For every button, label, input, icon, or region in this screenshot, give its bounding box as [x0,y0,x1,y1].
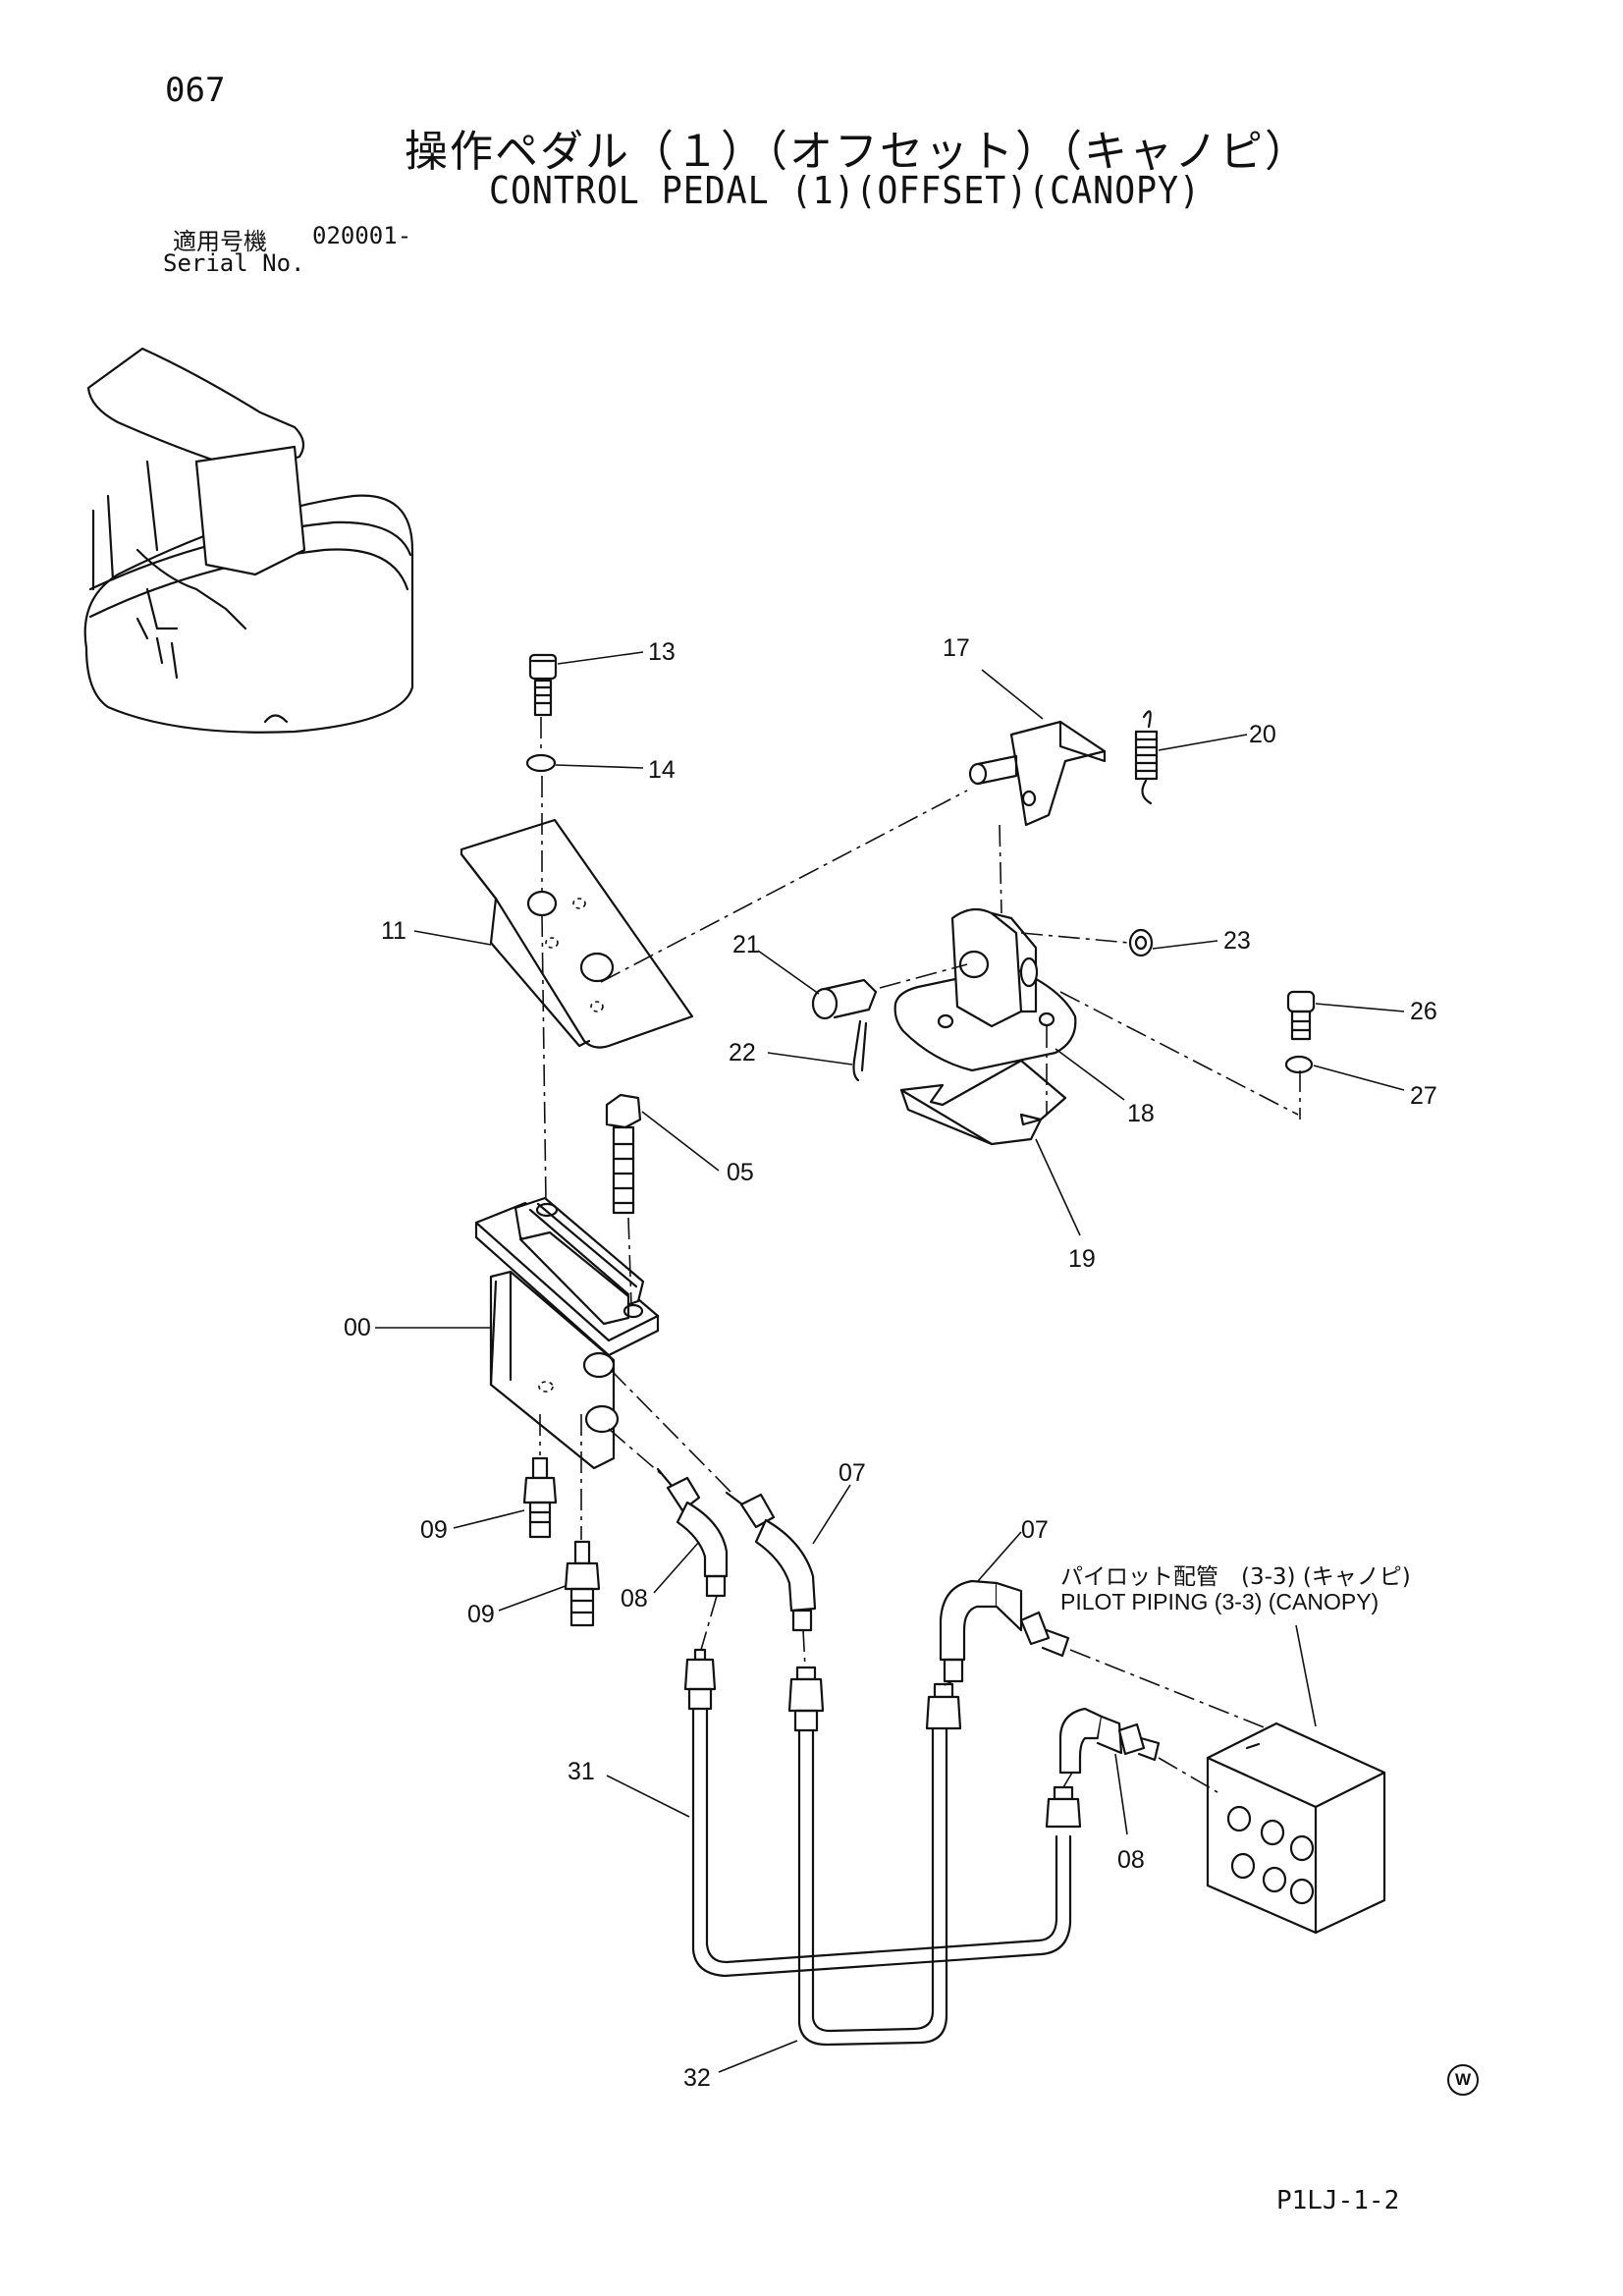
part-19-shim-plate[interactable] [899,1059,1081,1236]
label-26: 26 [1410,998,1437,1025]
title-japanese: 操作ペダル（１）（オフセット）（キャノピ） [405,127,1310,177]
part-32-hose[interactable] [718,1666,962,2073]
label-09-lower: 09 [467,1601,495,1628]
part-08-elbow-right[interactable] [1058,1707,1161,1835]
label-00: 00 [344,1314,371,1341]
label-27: 27 [1410,1082,1437,1110]
label-17: 17 [943,634,970,662]
label-08-left: 08 [621,1585,648,1613]
part-09-fitting-upper[interactable] [453,1456,558,1539]
label-31: 31 [568,1758,595,1785]
part-17-bracket[interactable] [968,669,1107,827]
part-11-pedal-plate[interactable] [413,818,694,1049]
label-23: 23 [1223,927,1251,955]
label-14: 14 [648,756,676,784]
part-27-washer[interactable] [1284,1055,1405,1091]
watermark-badge: W [1447,2064,1479,2096]
serial-label-english: Serial No. [163,249,305,277]
part-07-elbow-right[interactable] [939,1531,1070,1683]
part-09-fitting-lower[interactable] [498,1540,601,1627]
machine-overview-illustration [83,347,414,734]
page-number: 067 [165,71,226,110]
part-22-cotter-pin[interactable] [767,1019,868,1082]
label-07-right: 07 [1021,1516,1049,1544]
serial-value: 020001- [312,222,412,249]
footer-code: P1LJ-1-2 [1276,2186,1400,2215]
label-09-upper: 09 [420,1516,448,1544]
part-05-bolt[interactable] [605,1093,720,1215]
label-22: 22 [729,1039,756,1066]
label-13: 13 [648,638,676,666]
label-18: 18 [1127,1100,1155,1127]
part-21-pin[interactable] [757,950,878,1020]
part-00-pilot-valve[interactable] [375,1196,660,1470]
part-labels: 13 14 11 17 20 21 22 23 18 26 27 19 05 0… [344,634,1437,2092]
label-08-right: 08 [1117,1846,1145,1874]
pilot-piping-reference-japanese[interactable]: パイロット配管 (3-3) (キャノピ) [1060,1564,1411,1590]
label-11: 11 [381,917,406,945]
label-05: 05 [727,1159,754,1186]
label-20: 20 [1249,721,1276,748]
serial-label-japanese: 適用号機 [173,228,267,255]
label-19: 19 [1068,1245,1096,1273]
assembly-center-lines [539,717,1301,1793]
part-31-hose[interactable] [606,1648,1082,1978]
part-26-bolt[interactable] [1286,990,1405,1041]
pilot-piping-block[interactable] [1206,1624,1386,1935]
part-13-bolt[interactable] [528,651,644,717]
label-32: 32 [683,2064,711,2092]
part-14-washer[interactable] [525,753,644,773]
label-21: 21 [732,931,760,958]
label-07-middle: 07 [839,1459,866,1487]
part-08-elbow-left[interactable] [653,1467,729,1598]
part-23-washer[interactable] [1128,928,1218,957]
part-18-base-bracket[interactable] [893,907,1125,1101]
pilot-piping-reference-english[interactable]: PILOT PIPING (3-3) (CANOPY) [1060,1589,1380,1614]
part-07-elbow-middle[interactable] [725,1484,851,1632]
title-english: CONTROL PEDAL (1)(OFFSET)(CANOPY) [489,169,1201,212]
part-20-spring[interactable] [1134,710,1248,805]
